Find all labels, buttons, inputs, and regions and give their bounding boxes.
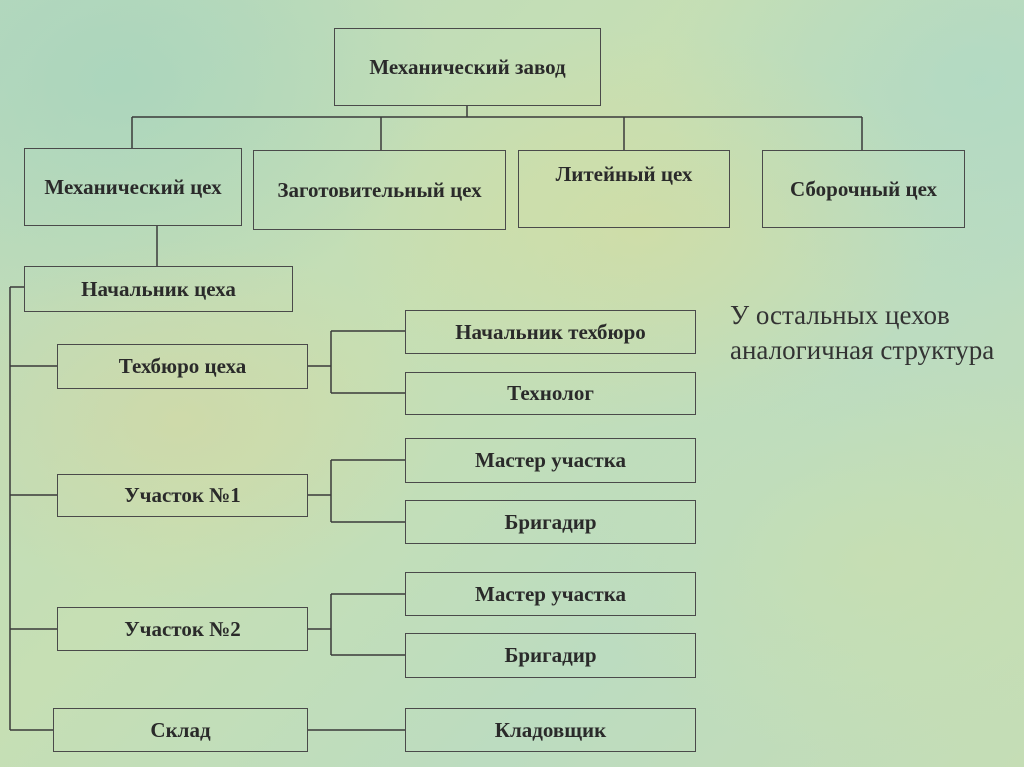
box-storekeeper: Кладовщик — [405, 708, 696, 752]
box-procurement-shop: Заготовительный цех — [253, 150, 506, 230]
box-section-2: Участок №2 — [57, 607, 308, 651]
box-section-1-master: Мастер участка — [405, 438, 696, 483]
box-mechanical-shop: Механический цех — [24, 148, 242, 226]
box-section-1-foreman: Бригадир — [405, 500, 696, 544]
note-text: У остальных цехов аналогичная структура — [730, 300, 995, 366]
box-root: Механический завод — [334, 28, 601, 106]
box-tech-bureau-head: Начальник техбюро — [405, 310, 696, 354]
box-shop-head: Начальник цеха — [24, 266, 293, 312]
box-section-2-foreman: Бригадир — [405, 633, 696, 678]
box-foundry-shop: Литейный цех — [518, 150, 730, 228]
box-technologist: Технолог — [405, 372, 696, 415]
box-warehouse: Склад — [53, 708, 308, 752]
box-tech-bureau: Техбюро цеха — [57, 344, 308, 389]
box-assembly-shop: Сборочный цех — [762, 150, 965, 228]
box-section-2-master: Мастер участка — [405, 572, 696, 616]
box-section-1: Участок №1 — [57, 474, 308, 517]
